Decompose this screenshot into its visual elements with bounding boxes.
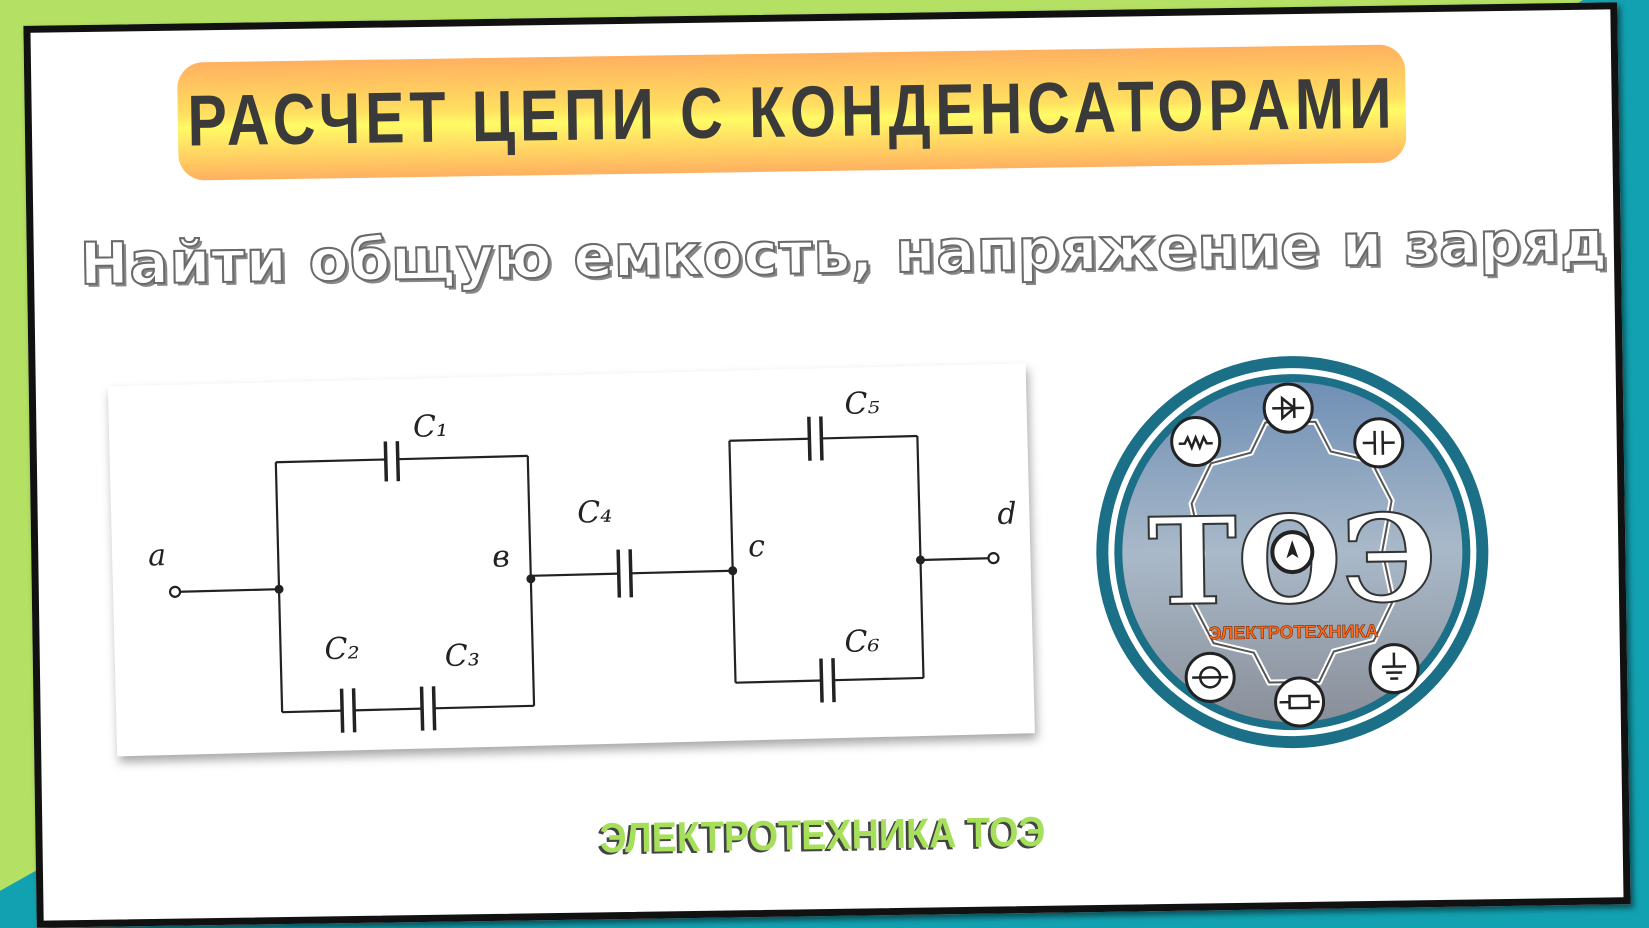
ground-icon (1368, 643, 1420, 695)
terminal-a-icon (168, 585, 182, 598)
capacitor-icon (1353, 417, 1405, 469)
label-c4: C₄ (577, 495, 613, 531)
label-c6: C₆ (844, 624, 880, 660)
label-c3: C₃ (444, 638, 480, 674)
page-subtitle: Найти общую емкость, напряжение и заряд (78, 206, 1609, 299)
label-node-d: d (997, 497, 1017, 532)
label-node-a: a (148, 538, 167, 573)
title-banner: РАСЧЕТ ЦЕПИ С КОНДЕНСАТОРАМИ (176, 44, 1407, 181)
logo-sub-text: ЭЛЕКТРОТЕХНИКА (1208, 621, 1378, 644)
circuit-diagram: C₁ C₂ C₃ C₄ C₅ C₆ a в c d (107, 363, 1035, 757)
label-c5: C₅ (844, 386, 880, 422)
thumbnail-card: РАСЧЕТ ЦЕПИ С КОНДЕНСАТОРАМИ Найти общую… (23, 2, 1631, 928)
page-title: РАСЧЕТ ЦЕПИ С КОНДЕНСАТОРАМИ (186, 63, 1397, 162)
resistor-wave-icon (1170, 416, 1222, 468)
label-c1: C₁ (413, 409, 449, 445)
circuit-schematic: C₁ C₂ C₃ C₄ C₅ C₆ a в c d (148, 386, 1017, 733)
resistor-icon (1274, 676, 1326, 728)
label-c2: C₂ (324, 631, 360, 667)
label-node-b: в (492, 539, 510, 574)
footer-brand: ЭЛЕКТРОТЕХНИКА ТОЭ (599, 807, 1046, 862)
label-node-c: c (748, 529, 766, 564)
terminal-d-icon (987, 552, 1000, 565)
toe-logo: ТОЭ ЭЛЕКТРОТЕХНИКА (1089, 349, 1495, 755)
